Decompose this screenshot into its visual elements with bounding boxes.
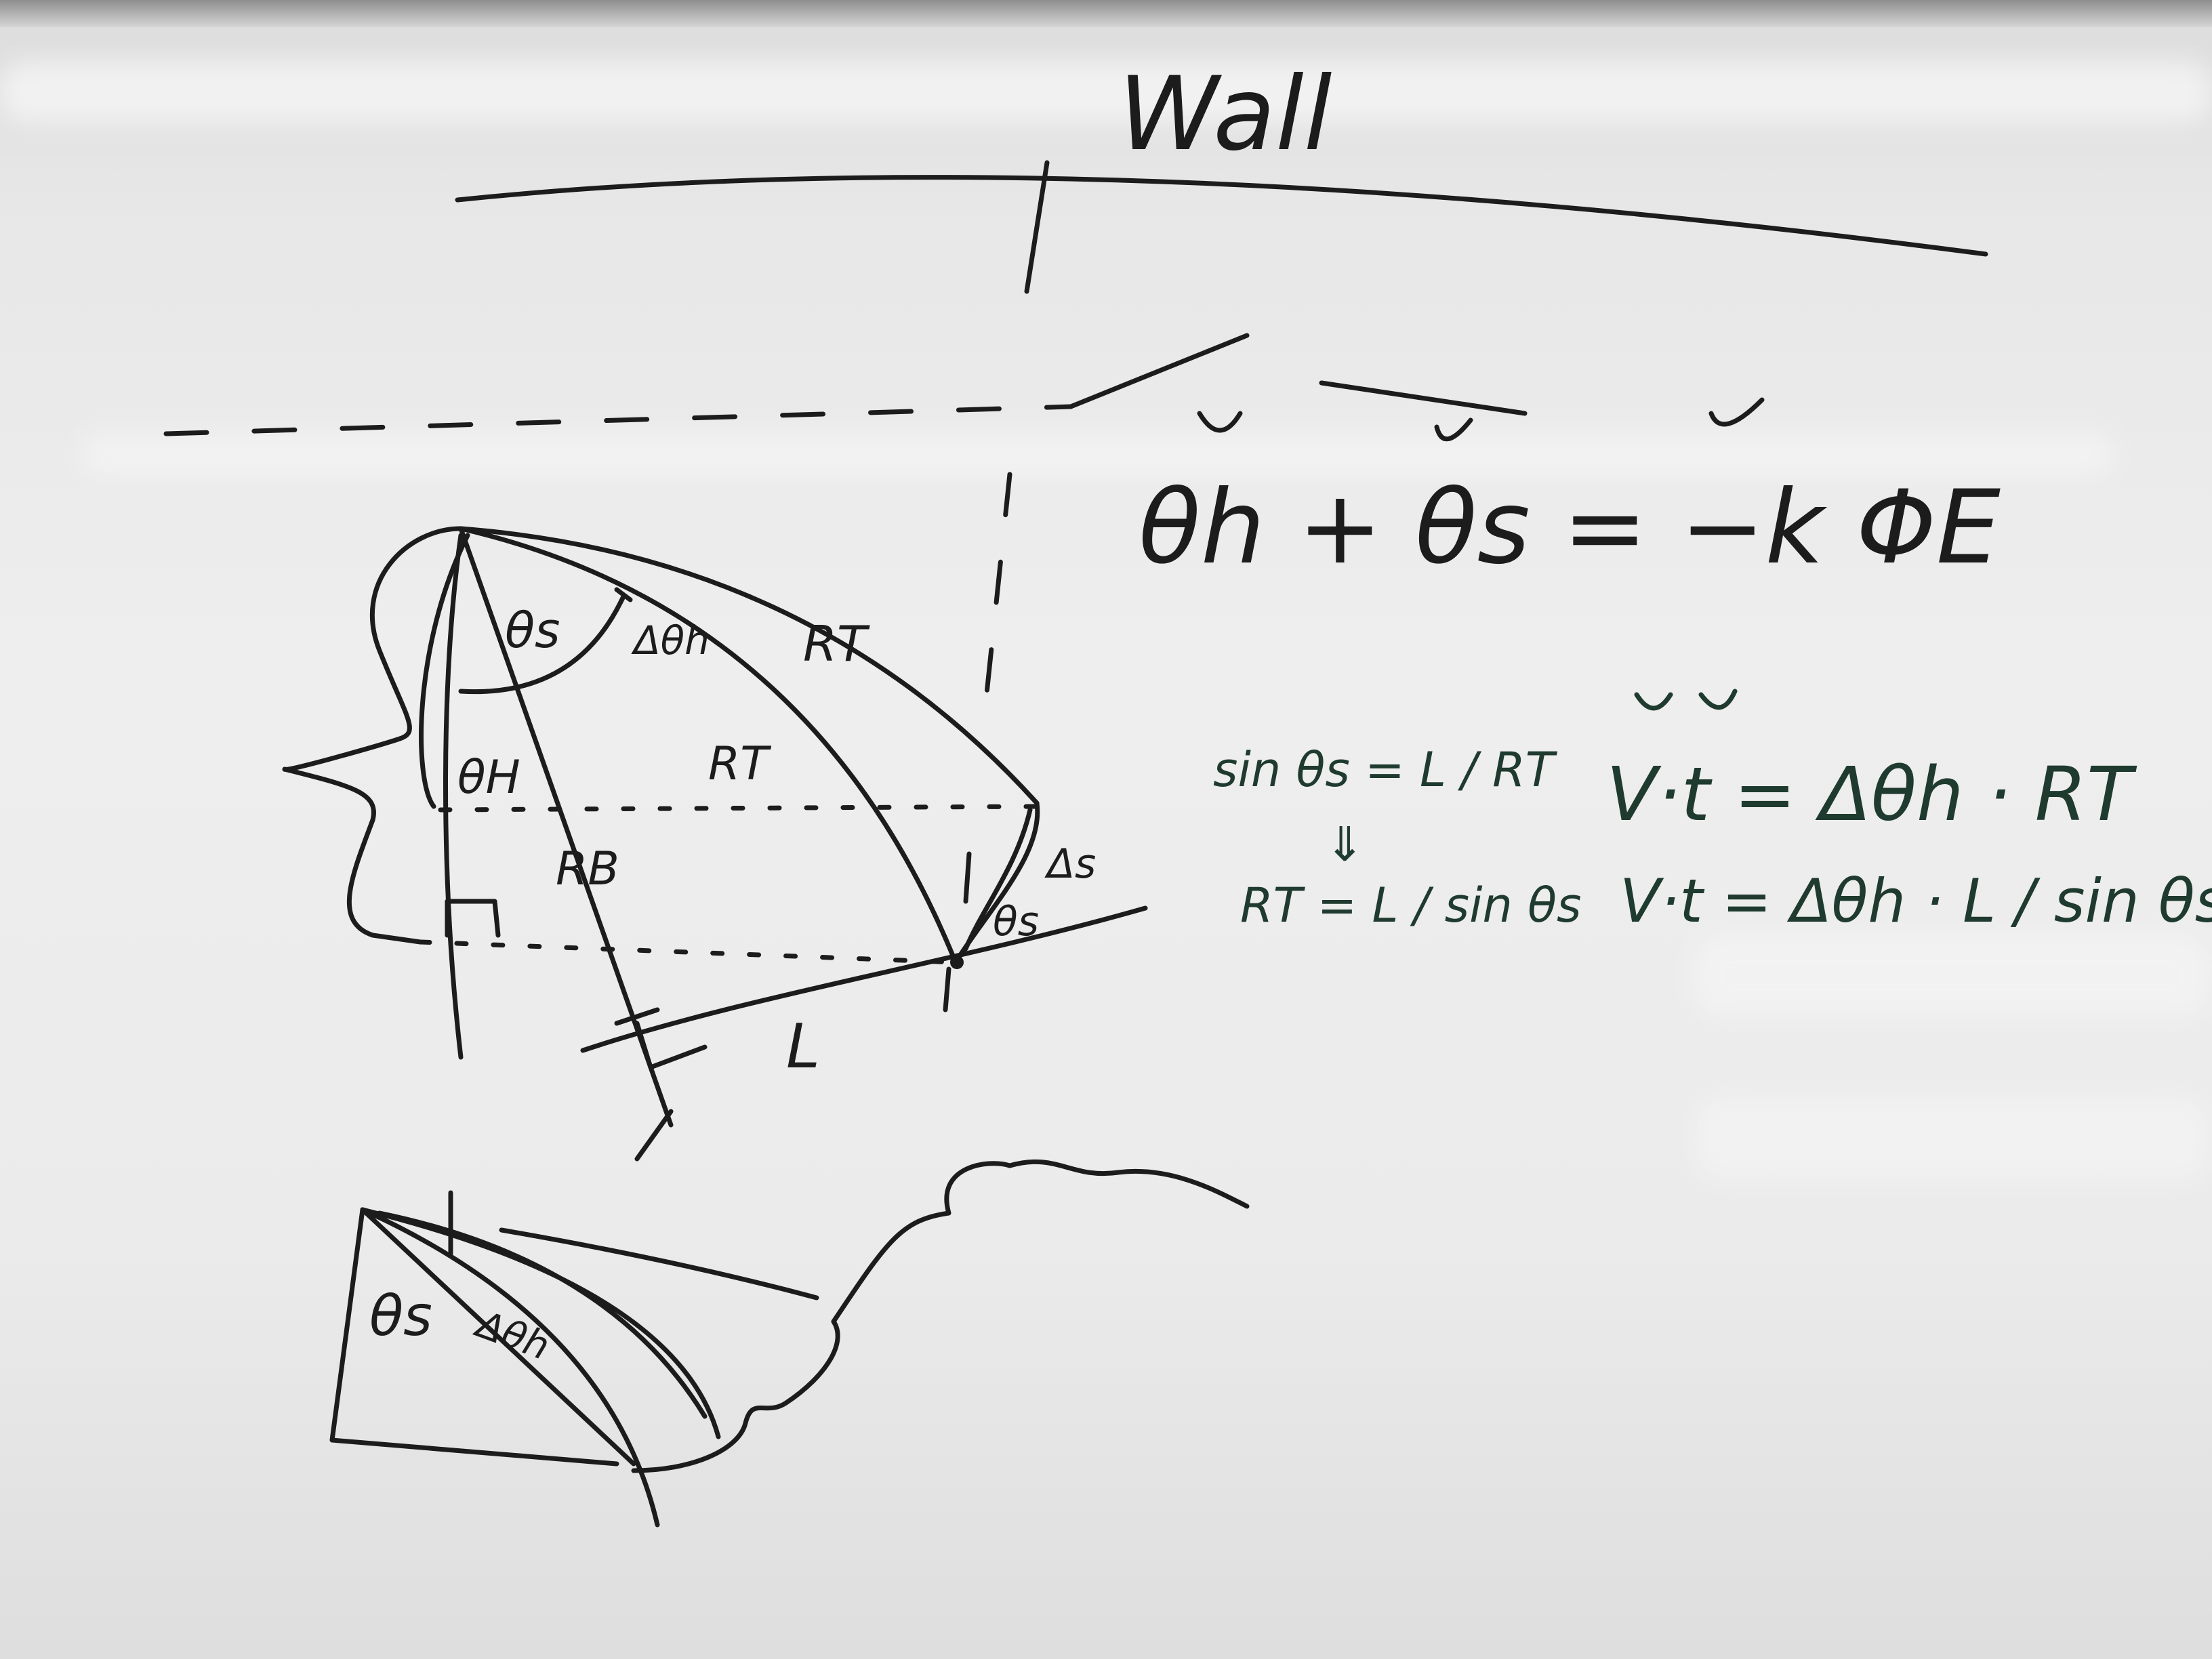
delta-s-curve-2 (963, 807, 1033, 951)
delta-s-tick (963, 851, 972, 904)
vertical-dashed-line (980, 472, 1012, 735)
main-equation: θh + θs = −k ΦE (1139, 469, 2001, 587)
theta-s-arc (458, 594, 626, 695)
l-line (580, 905, 1148, 1053)
rt-outer-label: RT (803, 615, 870, 672)
l-label: L (786, 1011, 820, 1082)
dash-segment (1319, 380, 1528, 416)
ceiling-light-reflection (1694, 935, 2209, 1017)
rt-inner-line (458, 526, 958, 965)
diagram2-theta-s-label: θs (369, 1284, 432, 1349)
dotted-line-upper (438, 804, 1040, 813)
l-cross-tick (614, 1007, 660, 1026)
ceiling-light-reflection (1694, 1098, 2209, 1179)
rt-inner-label: RT (708, 737, 771, 791)
check-mark (1634, 692, 1673, 711)
diagram2-arc (499, 1227, 819, 1300)
check-mark (1708, 397, 1765, 427)
diagram2-triangle (329, 1207, 619, 1467)
right-angle-mark-l (634, 1021, 708, 1070)
delta-s-label: Δs (1044, 840, 1096, 888)
wall-label: Wall (1118, 56, 1332, 173)
ceiling-light-reflection (81, 434, 2114, 474)
dotted-line-lower (417, 939, 958, 965)
wall-line (455, 175, 1988, 257)
check-mark (1197, 411, 1243, 433)
rt-equation: RT = L / sin θs (1240, 878, 1581, 933)
right-angle-mark (445, 899, 501, 938)
theta-s-small-label: θs (993, 898, 1039, 945)
horizontal-dashed-line (163, 404, 1073, 436)
velocity-equation-1: V·t = Δθh · RT (1606, 751, 2137, 838)
velocity-equation-2: V·t = Δθh · L / sin θs (1620, 866, 2212, 936)
delta-theta-h-mark (614, 587, 633, 602)
diagram2-ray (360, 1207, 636, 1467)
dash-segment (1068, 333, 1250, 409)
wall-tick (1024, 160, 1050, 294)
rb-end-tick (634, 1109, 674, 1162)
sin-theta-equation: sin θs = L / RT (1213, 742, 1558, 798)
diagram2-ray (377, 1210, 708, 1419)
theta-s-label: θs (505, 602, 560, 659)
whiteboard-frame (0, 0, 2212, 27)
ceiling-light-reflection (0, 61, 2212, 122)
delta-theta-h-label: Δθh (631, 617, 710, 663)
check-mark (1434, 417, 1473, 442)
theta-h-label: θH (457, 751, 520, 804)
head-profile (282, 526, 464, 945)
implies-arrow: ⇓ (1325, 817, 1365, 872)
vertical-axis (443, 533, 464, 1060)
head-back-line (419, 533, 470, 809)
check-mark (1698, 689, 1738, 710)
rt-outer-line (458, 526, 1040, 806)
diagram2-body-outline (631, 1159, 1250, 1473)
point-marker (950, 956, 964, 969)
point-tick (943, 966, 951, 1012)
diagram2-ray (360, 1207, 721, 1439)
diagram2-delta-theta-h-label: Δθh (468, 1302, 555, 1369)
rb-label: RB (556, 842, 619, 896)
